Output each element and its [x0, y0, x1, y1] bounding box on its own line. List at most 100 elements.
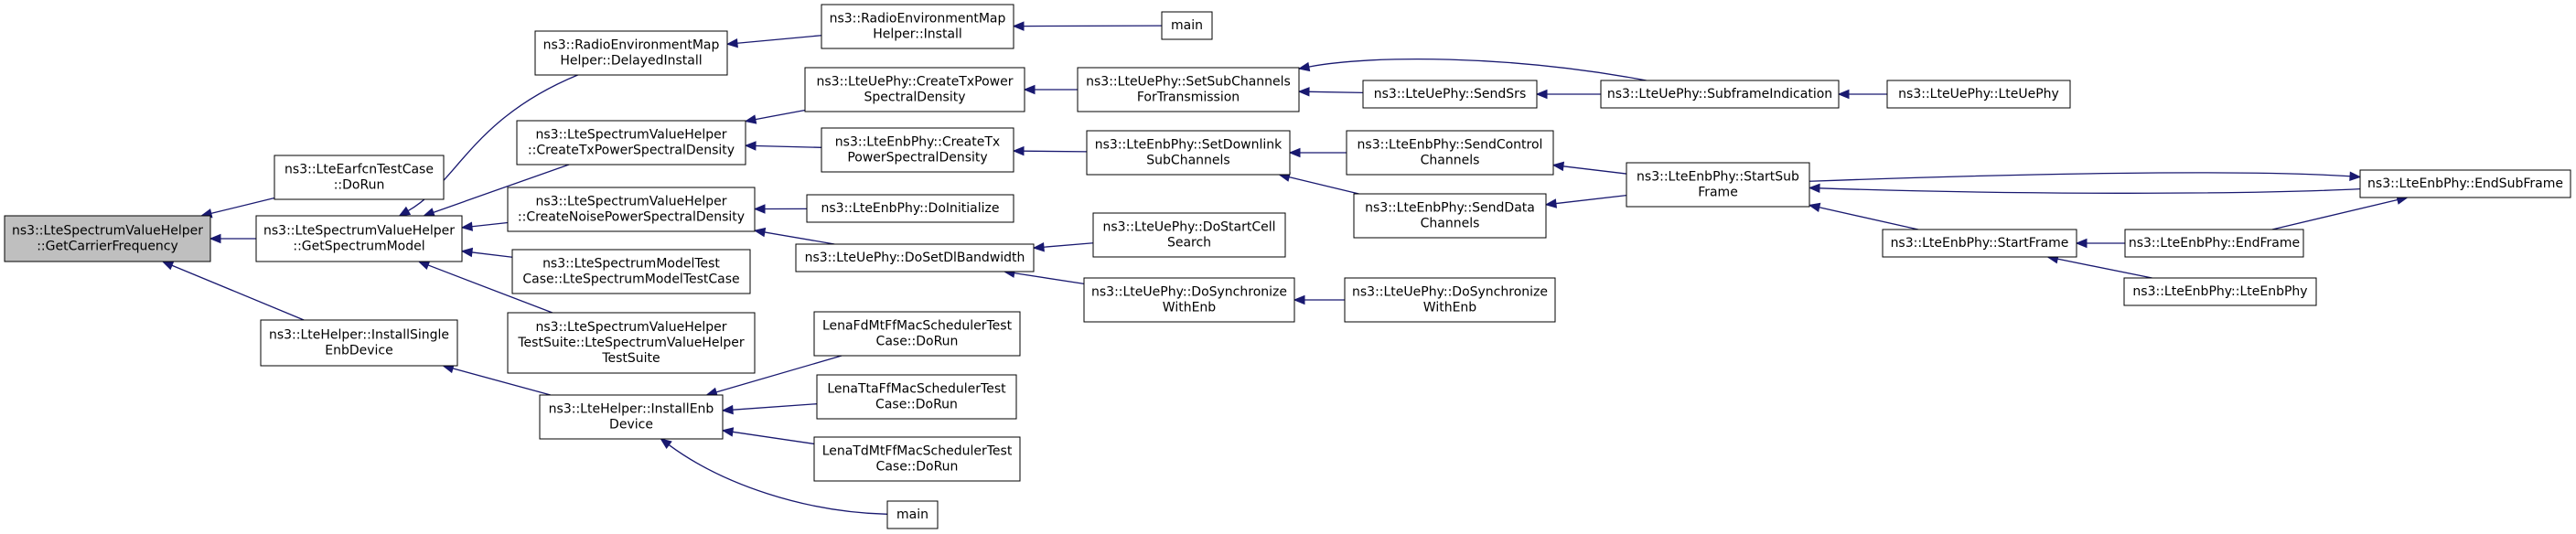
- node-label-line: main: [1171, 18, 1203, 33]
- node-box: [1626, 162, 1810, 208]
- node-label-line: ns3::RadioEnvironmentMap: [830, 12, 1006, 27]
- node-label-line: ns3::LteSpectrumValueHelper: [536, 128, 727, 143]
- node-root[interactable]: ns3::LteSpectrumValueHelper::GetCarrierF…: [4, 215, 211, 262]
- node-createtxpsd[interactable]: ns3::LteSpectrumValueHelper::CreateTxPow…: [516, 120, 746, 166]
- node-box: [507, 312, 756, 374]
- arrowhead: [744, 114, 757, 124]
- node-label-line: Channels: [1421, 154, 1480, 168]
- edge-line: [471, 221, 509, 228]
- node-subframe[interactable]: ns3::LteUePhy::SubframeIndication: [1600, 80, 1840, 109]
- edge-enbtxpsd-to-createtxpsd: [744, 141, 822, 151]
- edge-installsingle-to-root: [161, 261, 305, 321]
- edge-line: [1289, 176, 1359, 195]
- edge-line: [1308, 91, 1364, 93]
- node-uetxpsd[interactable]: ns3::LteUePhy::CreateTxPowerSpectralDens…: [804, 67, 1025, 112]
- node-label-line: SubChannels: [1146, 154, 1229, 168]
- edge-line: [755, 109, 806, 121]
- node-sendsrs[interactable]: ns3::LteUePhy::SendSrs: [1362, 80, 1538, 109]
- node-label-line: ::GetCarrierFrequency: [37, 240, 178, 254]
- node-getspec[interactable]: ns3::LteSpectrumValueHelper::GetSpectrum…: [255, 215, 463, 262]
- arrowhead: [423, 208, 435, 218]
- edge-line: [471, 251, 513, 258]
- node-startframe[interactable]: ns3::LteEnbPhy::StartFrame: [1882, 229, 2077, 258]
- node-endsub[interactable]: ns3::LteEnbPhy::EndSubFrame: [2359, 169, 2571, 198]
- node-label-line: ns3::LteUePhy::SendSrs: [1374, 87, 1526, 101]
- node-earfcn[interactable]: ns3::LteEarfcnTestCase::DoRun: [274, 155, 445, 200]
- node-label-line: LenaTdMtFfMacSchedulerTest: [822, 444, 1013, 459]
- node-box: [507, 187, 756, 232]
- arrowhead: [744, 141, 757, 151]
- arrowhead: [753, 227, 767, 238]
- edge-getspec-to-root: [209, 233, 256, 244]
- arrowhead: [721, 404, 734, 415]
- node-label-line: Device: [609, 418, 653, 433]
- arrowhead: [1023, 84, 1036, 95]
- node-box: [274, 155, 445, 200]
- node-label-line: ns3::LteEnbPhy::SendData: [1365, 201, 1535, 216]
- edge-startsub-to-sendctrl: [1551, 161, 1627, 175]
- node-label-line: ForTransmission: [1137, 91, 1240, 105]
- node-enbphy[interactable]: ns3::LteEnbPhy::LteEnbPhy: [2123, 277, 2317, 306]
- node-label-line: ::GetSpectrumModel: [293, 240, 424, 254]
- node-box: [1886, 80, 2071, 109]
- node-label-line: Search: [1167, 236, 1211, 251]
- node-setsub[interactable]: ns3::LteUePhy::SetSubChannelsForTransmis…: [1077, 67, 1300, 112]
- node-box: [804, 67, 1025, 112]
- edge-line: [736, 35, 822, 44]
- edge-main2-to-installenb: [660, 438, 888, 515]
- node-label-line: Helper::DelayedInstall: [560, 54, 702, 69]
- edge-line: [1819, 187, 2361, 194]
- node-main2[interactable]: main: [886, 500, 939, 529]
- node-label-line: Case::LteSpectrumModelTestCase: [522, 272, 739, 287]
- node-label-line: Frame: [1698, 186, 1738, 200]
- node-dosetdl[interactable]: ns3::LteUePhy::DoSetDlBandwidth: [795, 243, 1035, 272]
- node-box: [1161, 11, 1213, 40]
- edge-endframe-to-endsub: [2271, 195, 2409, 230]
- node-box: [255, 215, 463, 262]
- node-box: [511, 249, 751, 294]
- node-createnoise[interactable]: ns3::LteSpectrumValueHelper::CreateNoise…: [507, 187, 756, 232]
- node-box: [886, 500, 939, 529]
- node-label-line: ns3::LteUePhy::DoSetDlBandwidth: [805, 251, 1025, 265]
- node-box: [795, 243, 1035, 272]
- node-enbinit[interactable]: ns3::LteEnbPhy::DoInitialize: [806, 194, 1014, 223]
- arrowhead: [1012, 21, 1025, 31]
- arrowhead: [1808, 202, 1821, 213]
- node-box: [813, 436, 1021, 482]
- edge-subframe-to-setsub: [1297, 58, 1647, 81]
- node-label-line: ns3::LteEnbPhy::CreateTx: [835, 135, 1000, 150]
- node-box: [821, 127, 1014, 173]
- arrowhead: [1297, 61, 1311, 72]
- edge-line: [171, 264, 305, 321]
- node-remdelayed[interactable]: ns3::RadioEnvironmentMapHelper::DelayedI…: [534, 30, 728, 76]
- node-main1[interactable]: main: [1161, 11, 1213, 40]
- arrowhead: [1293, 294, 1305, 305]
- arrowhead: [2075, 238, 2088, 249]
- node-endframe[interactable]: ns3::LteEnbPhy::EndFrame: [2124, 229, 2304, 258]
- arrowhead: [1551, 161, 1565, 172]
- edge-uetxpsd-to-createtxpsd: [744, 109, 806, 124]
- node-label-line: LenaTtaFfMacSchedulerTest: [827, 382, 1006, 397]
- node-modeltest[interactable]: ns3::LteSpectrumModelTestCase::LteSpectr…: [511, 249, 751, 294]
- node-box: [539, 394, 724, 440]
- node-uephy[interactable]: ns3::LteUePhy::LteUePhy: [1886, 80, 2071, 109]
- node-enbtxpsd[interactable]: ns3::LteEnbPhy::CreateTxPowerSpectralDen…: [821, 127, 1014, 173]
- edge-line: [1023, 25, 1163, 27]
- arrowhead: [1544, 198, 1558, 208]
- node-label-line: ns3::LteSpectrumValueHelper: [536, 320, 727, 335]
- node-valuesuite[interactable]: ns3::LteSpectrumValueHelperTestSuite::Lt…: [507, 312, 756, 374]
- node-label-line: ::CreateNoisePowerSpectralDensity: [518, 210, 745, 225]
